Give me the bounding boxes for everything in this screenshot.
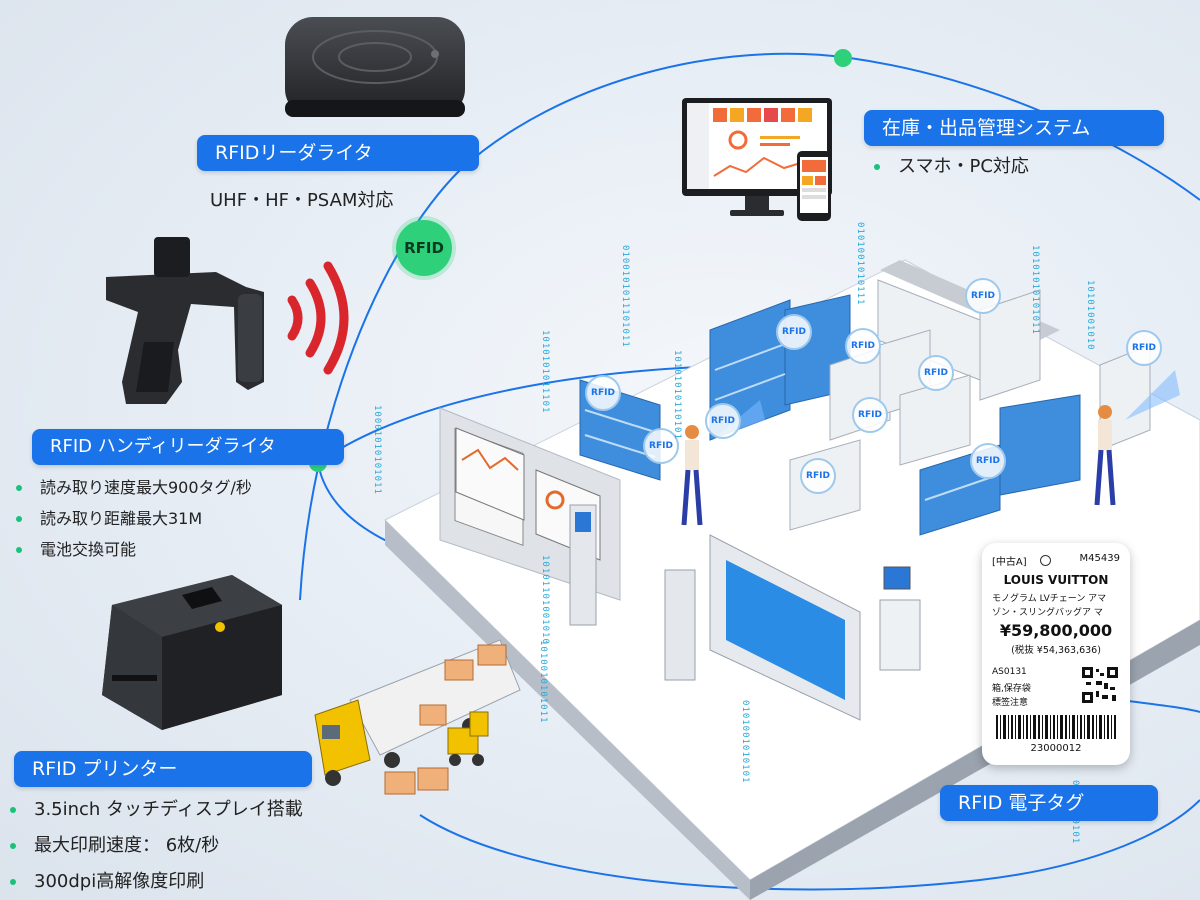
handheld-reader-icon bbox=[106, 237, 264, 404]
tag-desc-line1: モノグラム LVチェーン アマ bbox=[992, 594, 1107, 604]
rfid-reader-device-icon bbox=[285, 17, 465, 117]
tag-price: ¥59,800,000 bbox=[999, 621, 1113, 640]
tag-price-excl: (税抜 ¥54,363,636) bbox=[1011, 645, 1101, 656]
rfid-tag-bubble: RFID bbox=[585, 375, 621, 411]
rfid-hub-node: RFID bbox=[396, 220, 452, 276]
rfid-tag-bubble: RFID bbox=[845, 328, 881, 364]
binary-stream: 10001010101011 bbox=[372, 405, 382, 495]
binary-stream: 10101010110101 bbox=[672, 350, 682, 440]
system-bullets: スマホ・PC対応 bbox=[868, 152, 1029, 182]
tag-code: AS0131 bbox=[992, 667, 1027, 677]
signal-wave-icon bbox=[287, 261, 349, 375]
rfid-tag-bubble: RFID bbox=[705, 403, 741, 439]
printer-title: RFID プリンター bbox=[14, 751, 312, 787]
binary-stream: 0100101011101011 bbox=[620, 245, 630, 348]
handy-bullets: 読み取り速度最大900タグ/秒 読み取り距離最大31M 電池交換可能 bbox=[10, 472, 252, 565]
tag-brand: LOUIS VUITTON bbox=[1003, 573, 1109, 587]
dashboard-monitor-icon bbox=[682, 98, 832, 216]
tag-note1: 箱,保存袋 bbox=[992, 684, 1031, 694]
printer-bullets: 3.5inch タッチディスプレイ搭載 最大印刷速度： 6枚/秒 300dpi高… bbox=[4, 792, 303, 900]
forklift-icon bbox=[447, 711, 489, 766]
rfid-tag-bubble: RFID bbox=[852, 397, 888, 433]
label-printer-icon bbox=[102, 575, 282, 730]
tag-barcode-number: 23000012 bbox=[1030, 743, 1082, 754]
binary-stream: 0101001010101 bbox=[740, 700, 750, 784]
electronic-tag-card: [中古A] M45439 LOUIS VUITTON モノグラム LVチェーン … bbox=[982, 543, 1130, 765]
tag-hole-icon bbox=[1039, 555, 1051, 566]
rfid-tag-bubble: RFID bbox=[1126, 330, 1162, 366]
binary-stream: 10101010101011 bbox=[1030, 245, 1040, 335]
rfid-tag-bubble: RFID bbox=[965, 278, 1001, 314]
handy-bullet-item: 読み取り距離最大31M bbox=[10, 503, 252, 534]
reader-subtitle: UHF・HF・PSAM対応 bbox=[210, 190, 394, 211]
binary-stream: 10101101001010 bbox=[540, 555, 550, 645]
handy-bullet-item: 電池交換可能 bbox=[10, 534, 252, 565]
smartphone-icon bbox=[797, 151, 831, 221]
etag-title: RFID 電子タグ bbox=[940, 785, 1158, 821]
rfid-tag-bubble: RFID bbox=[643, 428, 679, 464]
qr-code-icon bbox=[1082, 667, 1118, 703]
printer-bullet-item: 最大印刷速度： 6枚/秒 bbox=[4, 828, 303, 864]
binary-stream: 1010101011101 bbox=[540, 330, 550, 414]
binary-stream: 0101001010111 bbox=[855, 222, 865, 306]
binary-stream: 1010010101011 bbox=[538, 640, 548, 724]
truck-icon bbox=[314, 639, 521, 786]
tag-model: M45439 bbox=[1079, 553, 1120, 564]
tag-grade: [中古A] bbox=[992, 557, 1027, 568]
system-title: 在庫・出品管理システム bbox=[864, 110, 1164, 146]
tag-desc-line2: ゾン・スリングバッグア マ bbox=[992, 608, 1103, 618]
printer-bullet-item: 3.5inch タッチディスプレイ搭載 bbox=[4, 792, 303, 828]
network-node-dot bbox=[834, 49, 852, 67]
barcode-icon bbox=[996, 715, 1116, 739]
handy-bullet-item: 読み取り速度最大900タグ/秒 bbox=[10, 472, 252, 503]
rfid-tag-bubble: RFID bbox=[970, 443, 1006, 479]
tag-note2: 標签注意 bbox=[992, 698, 1029, 708]
handy-title: RFID ハンディリーダライタ bbox=[32, 429, 344, 465]
rfid-tag-bubble: RFID bbox=[800, 458, 836, 494]
binary-stream: 10101001010 bbox=[1085, 280, 1095, 351]
system-bullet-item: スマホ・PC対応 bbox=[868, 152, 1029, 182]
rfid-tag-bubble: RFID bbox=[918, 355, 954, 391]
reader-title: RFIDリーダライタ bbox=[197, 135, 479, 171]
printer-bullet-item: 300dpi高解像度印刷 bbox=[4, 864, 303, 900]
tag-header: [中古A] M45439 bbox=[992, 553, 1120, 568]
rfid-tag-bubble: RFID bbox=[776, 314, 812, 350]
